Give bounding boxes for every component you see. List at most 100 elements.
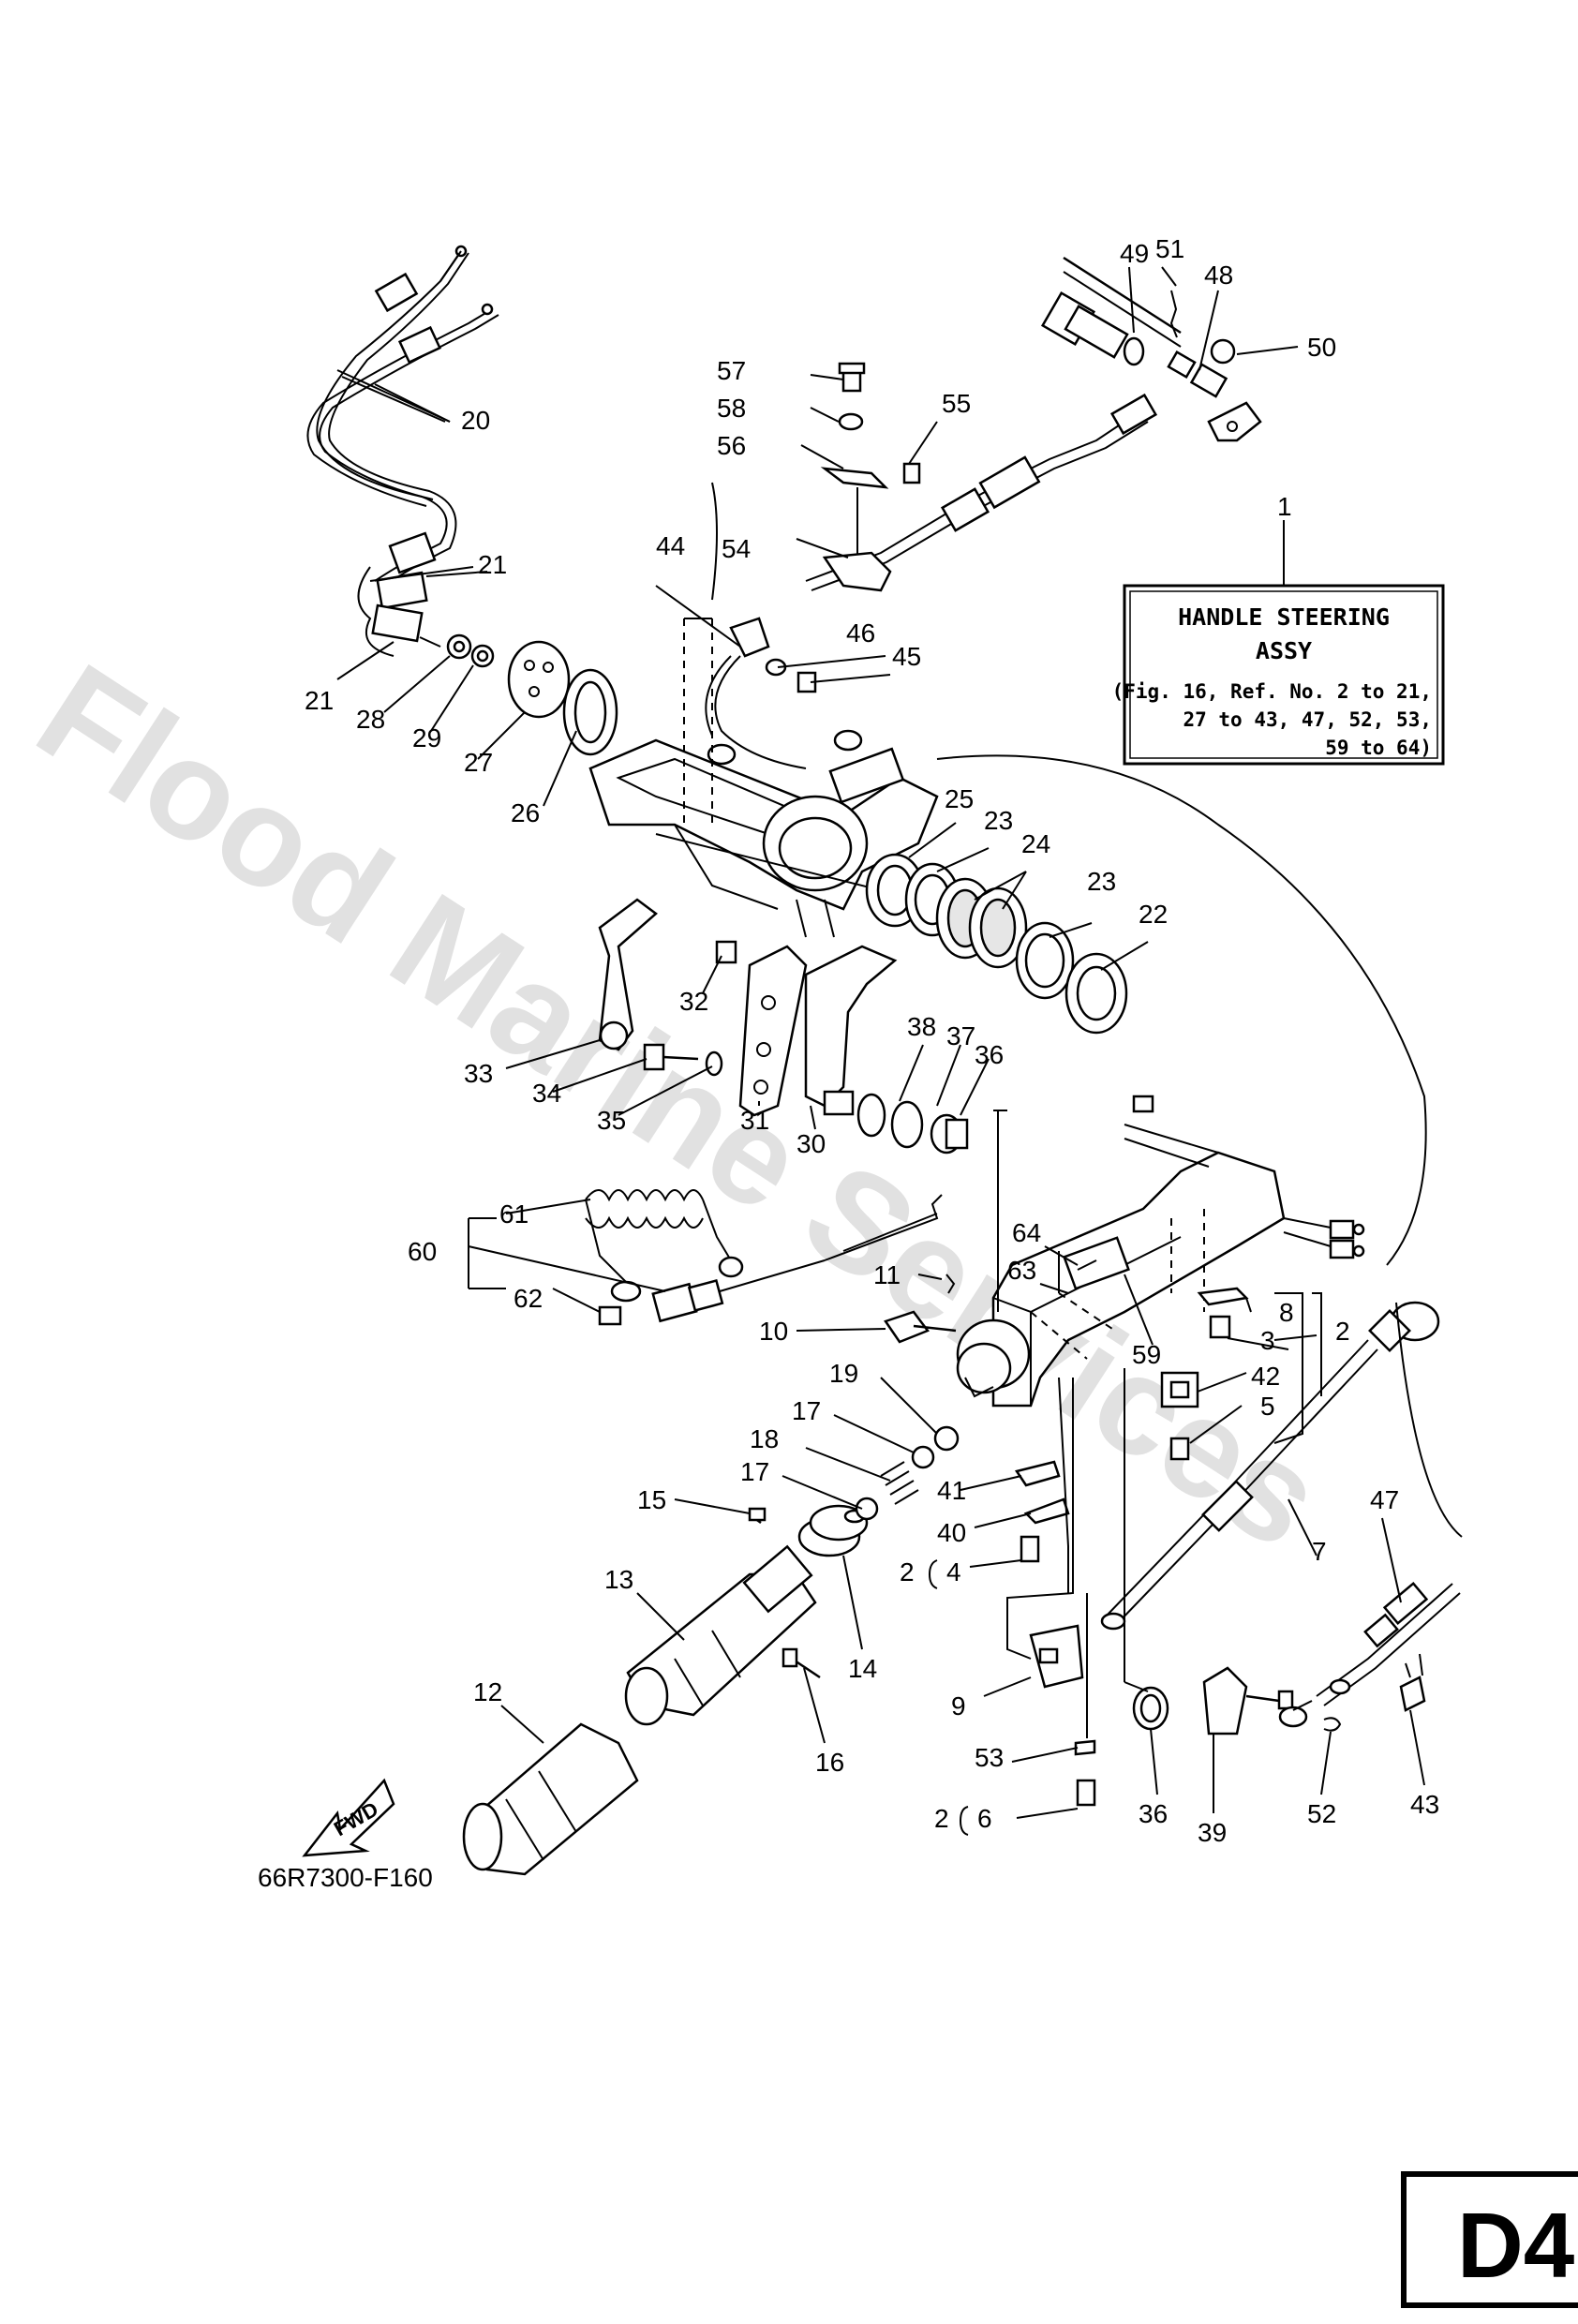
bracket-symbol-4 xyxy=(928,1559,938,1589)
assembly-ref-line2: 27 to 43, 47, 52, 53, xyxy=(1183,708,1432,731)
ref-label: 50 xyxy=(1307,333,1336,362)
ref-label: 16 xyxy=(815,1748,844,1777)
ref-label: 45 xyxy=(892,642,921,671)
ref-label: 38 xyxy=(907,1012,936,1041)
ref-label: 58 xyxy=(717,394,746,423)
reference-outline xyxy=(711,482,1427,1266)
throttle-cable-assembly xyxy=(306,245,499,657)
assembly-ref-line1: (Fig. 16, Ref. No. 2 to 21, xyxy=(1112,680,1432,703)
ref-label: 33 xyxy=(464,1059,493,1088)
assembly-ref-line3: 59 to 64) xyxy=(1325,737,1432,759)
seal-rings xyxy=(865,853,1128,1035)
ref-label: 13 xyxy=(604,1565,633,1594)
stop-switch-lanyard xyxy=(585,1189,943,1326)
ref-label: 7 xyxy=(1312,1537,1327,1566)
ref-label: 60 xyxy=(408,1237,437,1266)
ref-label: 17 xyxy=(792,1396,821,1425)
swivel-bracket xyxy=(588,729,939,938)
ref-label: 53 xyxy=(975,1743,1004,1772)
ref-label: 36 xyxy=(975,1040,1004,1069)
ref-label: 44 xyxy=(656,531,685,560)
ref-label: 22 xyxy=(1139,900,1168,929)
drawing-code: 66R7300-F160 xyxy=(258,1863,433,1892)
assembly-note-box: HANDLE STEERING ASSY (Fig. 16, Ref. No. … xyxy=(1112,520,1445,766)
bracket-symbol-6 xyxy=(959,1806,969,1836)
ref-label: 10 xyxy=(759,1317,788,1346)
ref-label: 25 xyxy=(945,784,974,813)
ref-label: 15 xyxy=(637,1485,666,1514)
ref-label: 48 xyxy=(1204,261,1233,290)
ref-label: 21 xyxy=(478,550,507,579)
ref-label: 49 xyxy=(1120,239,1149,268)
top-shift-cable xyxy=(805,256,1262,591)
ref-label: 46 xyxy=(846,618,875,648)
ref-label: 39 xyxy=(1198,1818,1227,1847)
shift-cable-lower xyxy=(1100,1301,1463,1711)
leader-lines xyxy=(336,266,1425,1819)
ref-label: 3 xyxy=(1260,1326,1275,1355)
ref-label: 54 xyxy=(722,534,751,563)
fwd-arrow: FWD xyxy=(302,1778,395,1857)
page-code-box: D4 xyxy=(1401,2171,1578,2308)
ref-label: 52 xyxy=(1307,1799,1336,1828)
ref-label: 21 xyxy=(305,686,334,715)
ref-labels: 1 2 2 2 3 4 5 6 7 8 9 10 11 12 13 14 15 … xyxy=(305,234,1439,1847)
page-code: D4 xyxy=(1457,2194,1574,2297)
throttle-grip xyxy=(462,1504,869,1876)
ref-label: 61 xyxy=(499,1199,528,1229)
ref-label: 27 xyxy=(464,748,493,777)
assembly-title: HANDLE STEERING xyxy=(1178,603,1390,631)
ref-label: 64 xyxy=(1012,1218,1041,1247)
ref-label: 14 xyxy=(848,1654,877,1683)
ref-label: 2 xyxy=(934,1804,949,1833)
handle-washers xyxy=(856,1093,969,1155)
ref-label: 2 xyxy=(900,1557,915,1587)
ref-label: 42 xyxy=(1251,1362,1280,1391)
friction-lever-parts xyxy=(598,898,898,1117)
ref-label: 18 xyxy=(750,1424,779,1453)
ref-label: 34 xyxy=(532,1079,561,1108)
ref-label: 47 xyxy=(1370,1485,1399,1514)
ref-label: 11 xyxy=(873,1260,901,1289)
ref-label: 41 xyxy=(937,1476,966,1505)
ref-label: 17 xyxy=(740,1457,769,1486)
ref-label: 63 xyxy=(1007,1256,1036,1285)
ref-label: 23 xyxy=(1087,867,1116,896)
ref-label: 6 xyxy=(977,1804,992,1833)
ref-label: 12 xyxy=(473,1677,502,1706)
ref-label: 9 xyxy=(951,1691,966,1721)
ref-label: 57 xyxy=(717,356,746,385)
assembly-subtitle: ASSY xyxy=(1256,637,1312,664)
ref-label: 59 xyxy=(1132,1340,1161,1369)
small-hardware xyxy=(855,1274,960,1521)
ref-label: 24 xyxy=(1021,829,1050,858)
ref-label: 19 xyxy=(829,1359,858,1388)
steering-handle-body xyxy=(956,1095,1365,1408)
ref-label: 26 xyxy=(511,798,540,827)
ref-label: 32 xyxy=(679,987,708,1016)
ref-label: 37 xyxy=(946,1021,975,1050)
ref-label: 62 xyxy=(514,1284,543,1313)
ref-label: 8 xyxy=(1279,1298,1294,1327)
ref-label: 23 xyxy=(984,806,1013,835)
cable-clamp-parts xyxy=(705,362,921,769)
cable-end-parts xyxy=(446,633,618,756)
ref-label: 1 xyxy=(1277,492,1292,521)
ref-label: 55 xyxy=(942,389,971,418)
ref-label: 56 xyxy=(717,431,746,460)
ref-label: 40 xyxy=(937,1518,966,1547)
ref-label: 29 xyxy=(412,723,441,752)
bracket-hardware xyxy=(993,1110,1426,1807)
ref-label: 35 xyxy=(597,1106,626,1135)
ref-label: 31 xyxy=(740,1106,769,1135)
ref-label: 5 xyxy=(1260,1392,1275,1421)
ref-label: 51 xyxy=(1155,234,1184,263)
ref-label: 30 xyxy=(796,1129,826,1158)
ref-label: 36 xyxy=(1139,1799,1168,1828)
ref-label: 43 xyxy=(1410,1790,1439,1819)
ref-label: 4 xyxy=(946,1557,961,1587)
ref-label: 2 xyxy=(1335,1317,1350,1346)
ref-label: 28 xyxy=(356,705,385,734)
ref-label: 20 xyxy=(461,406,490,435)
